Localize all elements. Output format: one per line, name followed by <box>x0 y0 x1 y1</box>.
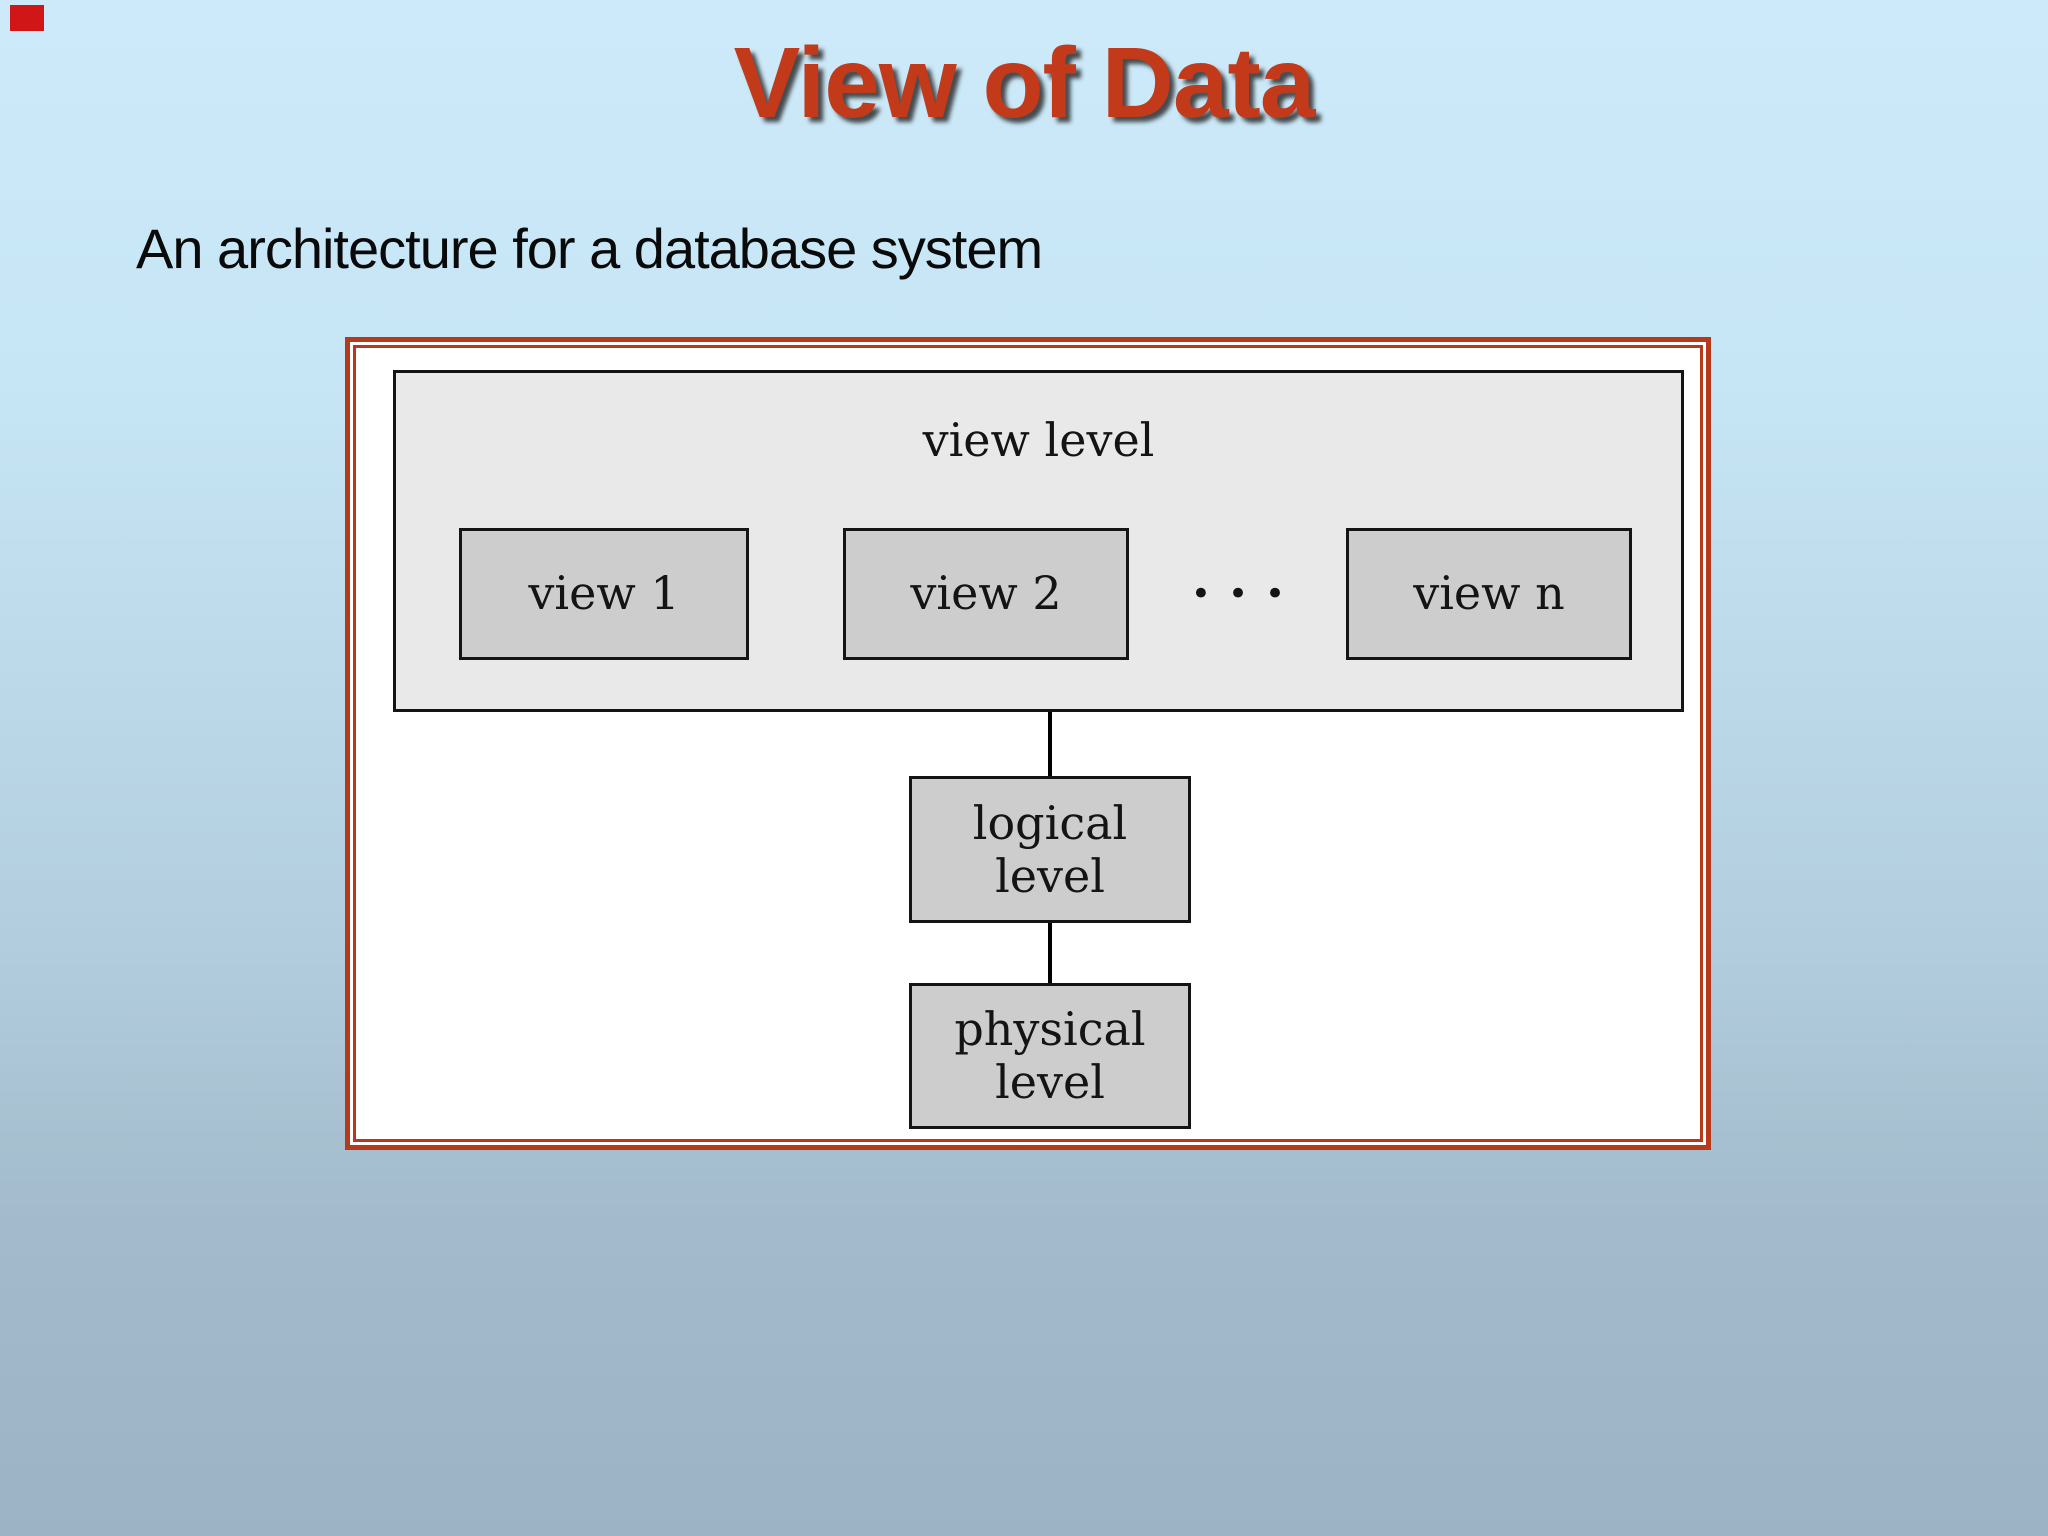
slide-subtitle: An architecture for a database system <box>136 217 1043 280</box>
ellipsis-dots: ••• <box>1190 574 1303 614</box>
view-level-label: view level <box>922 413 1155 467</box>
slide-title: View of Data <box>733 27 1316 139</box>
connector-viewlevel-logical <box>1048 712 1052 776</box>
diagram-frame: view level view 1 view 2 ••• view n logi… <box>345 337 1711 1150</box>
view-1-box: view 1 <box>459 528 749 660</box>
diagram-canvas: view level view 1 view 2 ••• view n logi… <box>353 345 1703 1142</box>
physical-level-box: physical level <box>909 983 1191 1129</box>
view-2-box: view 2 <box>843 528 1129 660</box>
view-level-panel: view level view 1 view 2 ••• view n <box>393 370 1684 712</box>
logical-level-box: logical level <box>909 776 1191 923</box>
connector-logical-physical <box>1048 923 1052 983</box>
view-n-box: view n <box>1346 528 1632 660</box>
red-corner-mark <box>10 5 44 31</box>
